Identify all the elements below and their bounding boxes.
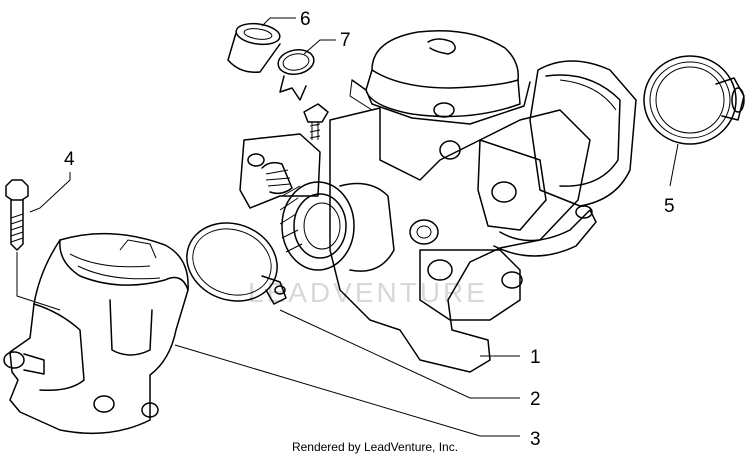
part-3-intake-manifold: [3, 232, 189, 435]
leader-2: [279, 309, 520, 399]
part-6-sleeve: [227, 22, 281, 73]
callout-6: 6: [300, 9, 311, 30]
part-1-carburetor: [239, 29, 637, 373]
leader-7: [303, 39, 336, 55]
leader-6: [261, 17, 296, 27]
callout-1: 1: [530, 347, 541, 368]
callout-2: 2: [530, 389, 541, 410]
leader-lines: [16, 17, 679, 437]
part-7-small-clamp: [277, 49, 315, 101]
callout-4: 4: [64, 149, 75, 170]
callout-3: 3: [530, 429, 541, 450]
leader-5: [669, 143, 679, 187]
part-5-large-clamp: [643, 55, 745, 145]
callout-5: 5: [664, 196, 675, 217]
callout-7: 7: [340, 30, 351, 51]
watermark: LEADVENTURE: [248, 277, 488, 308]
leader-3: [174, 344, 520, 437]
part-4-bolt: [5, 179, 29, 251]
footer-credit: Rendered by LeadVenture, Inc.: [291, 440, 459, 454]
leader-4b: [16, 252, 61, 311]
leader-4: [29, 172, 71, 213]
part-2-clamp-ring: [186, 222, 287, 305]
